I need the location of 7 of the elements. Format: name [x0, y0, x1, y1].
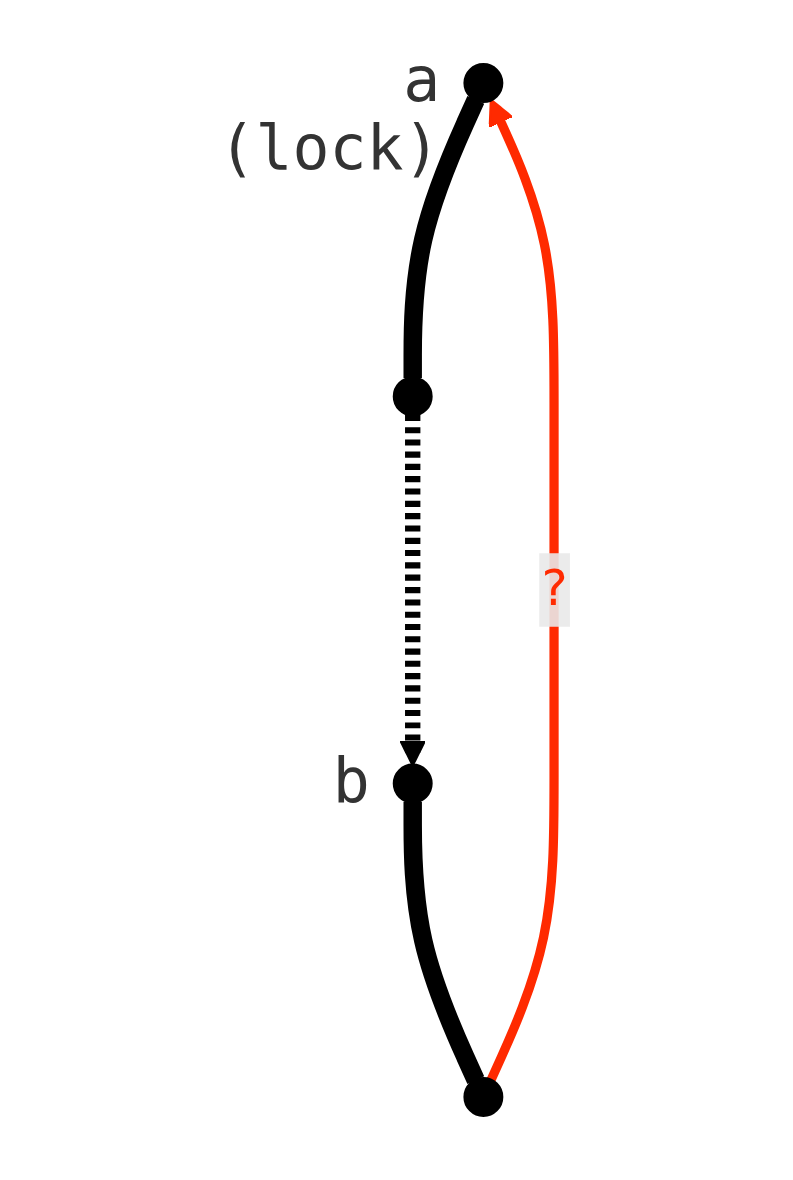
arrow: [486, 98, 559, 1083]
dot: [463, 63, 504, 103]
node-caption: b: [332, 745, 370, 816]
dot: [392, 376, 433, 417]
dot: [463, 1077, 504, 1117]
edge-label: ?: [539, 553, 569, 627]
dot: [392, 763, 433, 804]
